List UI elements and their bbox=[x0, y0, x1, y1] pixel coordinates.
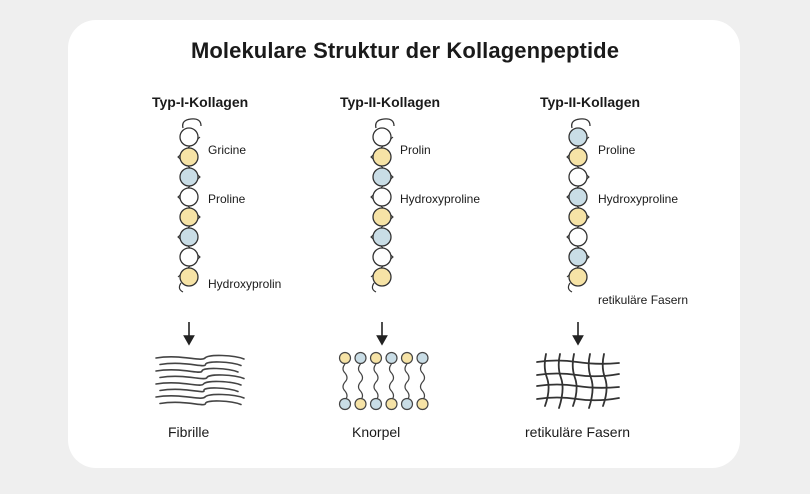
amino-acid-bead bbox=[179, 127, 199, 147]
amino-acid-bead bbox=[568, 267, 588, 287]
amino-acid-bead bbox=[568, 207, 588, 227]
arrow-down-icon bbox=[183, 322, 195, 346]
peptide-chain-type-1 bbox=[177, 118, 202, 293]
label-prolin: Prolin bbox=[400, 143, 431, 157]
arrow-down-icon bbox=[572, 322, 584, 346]
amino-acid-bead bbox=[568, 187, 588, 207]
amino-acid-bead bbox=[568, 227, 588, 247]
amino-acid-bead bbox=[372, 247, 392, 267]
result-knorpel: Knorpel bbox=[352, 424, 401, 440]
label-proline-2: Proline bbox=[598, 143, 636, 157]
label-hydroxyproline-2: Hydroxyproline bbox=[598, 192, 679, 206]
amino-acid-bead bbox=[372, 227, 392, 247]
amino-acid-bead bbox=[568, 147, 588, 167]
amino-acid-bead bbox=[372, 167, 392, 187]
amino-acid-bead bbox=[179, 247, 199, 267]
cartilage-structure-icon bbox=[338, 351, 429, 411]
label-retikulaere-fasern: retikuläre Fasern bbox=[598, 293, 689, 307]
heading-type-2a: Typ-II-Kollagen bbox=[340, 94, 441, 110]
heading-type-1: Typ-I-Kollagen bbox=[152, 94, 249, 110]
amino-acid-bead bbox=[179, 207, 199, 227]
peptide-chain-type-2a bbox=[370, 118, 395, 293]
reticular-net-icon bbox=[536, 353, 620, 409]
amino-acid-bead bbox=[372, 207, 392, 227]
amino-acid-bead bbox=[179, 167, 199, 187]
amino-acid-bead bbox=[372, 187, 392, 207]
amino-acid-bead bbox=[179, 187, 199, 207]
label-hydroxyproline: Hydroxyproline bbox=[400, 192, 481, 206]
amino-acid-bead bbox=[372, 147, 392, 167]
amino-acid-bead bbox=[179, 147, 199, 167]
result-retikulaere-fasern: retikuläre Fasern bbox=[525, 424, 631, 440]
amino-acid-bead bbox=[568, 247, 588, 267]
amino-acid-bead bbox=[568, 127, 588, 147]
amino-acid-bead bbox=[568, 167, 588, 187]
amino-acid-bead bbox=[372, 127, 392, 147]
peptide-chain-type-2b bbox=[566, 118, 591, 293]
diagram-card bbox=[68, 20, 740, 468]
diagram-title: Molekulare Struktur der Kollagenpeptide bbox=[190, 38, 620, 63]
label-hydroxyprolin: Hydroxyprolin bbox=[208, 277, 282, 291]
amino-acid-bead bbox=[179, 267, 199, 287]
result-fibrille: Fibrille bbox=[168, 424, 210, 440]
amino-acid-bead bbox=[179, 227, 199, 247]
arrow-down-icon bbox=[376, 322, 388, 346]
fibril-lines-icon bbox=[155, 354, 245, 406]
heading-type-2b: Typ-II-Kollagen bbox=[540, 94, 641, 110]
amino-acid-bead bbox=[372, 267, 392, 287]
label-proline: Proline bbox=[208, 192, 246, 206]
label-gricine: Gricine bbox=[208, 143, 247, 157]
